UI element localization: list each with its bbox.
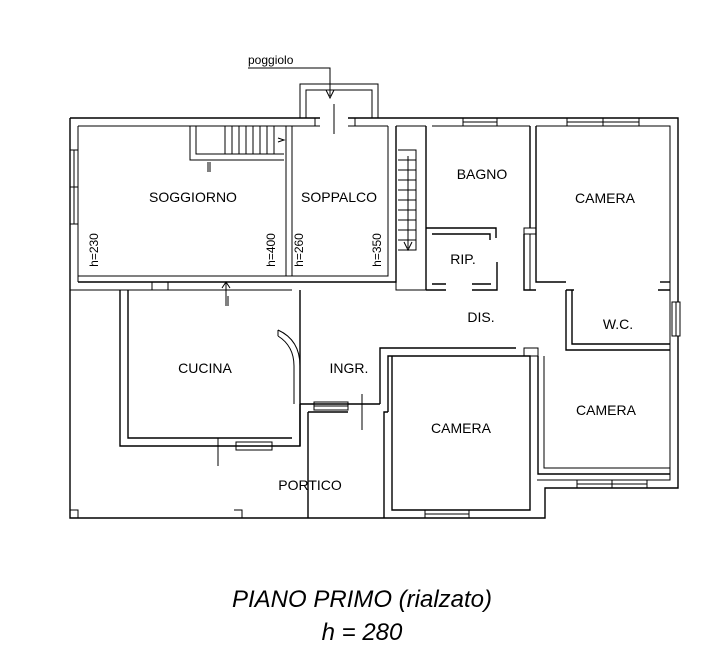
room-label-rip: RIP. <box>450 251 475 267</box>
room-label-wc: W.C. <box>603 316 633 332</box>
room-label-cucina: CUCINA <box>178 360 232 376</box>
caption: PIANO PRIMO (rialzato) h = 280 <box>232 586 492 646</box>
height-label-h260: h=260 <box>292 233 306 267</box>
staircase-east <box>395 125 427 291</box>
room-label-dis: DIS. <box>467 309 494 325</box>
poggiolo-label: poggiolo <box>248 53 294 67</box>
room-label-camera-center: CAMERA <box>431 420 492 436</box>
height-label-h350: h=350 <box>370 233 384 267</box>
height-labels: h=230 h=400 h=260 h=350 <box>87 233 384 267</box>
soggiorno-soppalco-walls <box>78 126 397 306</box>
cucina-walls <box>119 289 301 466</box>
ingresso-center-walls <box>300 347 670 518</box>
wc-walls <box>565 281 670 351</box>
room-label-ingresso: INGR. <box>330 360 369 376</box>
caption-title: PIANO PRIMO (rialzato) <box>232 586 492 613</box>
room-label-soggiorno: SOGGIORNO <box>149 189 237 205</box>
caption-height: h = 280 <box>322 619 403 646</box>
poggiolo-annotation: poggiolo <box>248 53 335 100</box>
room-label-bagno: BAGNO <box>457 166 508 182</box>
balcony-poggiolo <box>299 83 379 134</box>
room-label-camera-ne: CAMERA <box>575 190 636 206</box>
windows <box>69 117 681 519</box>
room-label-portico: PORTICO <box>278 477 342 493</box>
height-label-h230: h=230 <box>87 233 101 267</box>
exterior-walls <box>69 117 679 519</box>
room-label-camera-se: CAMERA <box>576 402 637 418</box>
portico-floor <box>70 289 243 518</box>
room-label-soppalco: SOPPALCO <box>301 189 377 205</box>
room-labels: SOGGIORNO SOPPALCO BAGNO CAMERA RIP. DIS… <box>149 166 637 493</box>
height-label-h400: h=400 <box>264 233 278 267</box>
bagno-rip-walls <box>426 126 566 291</box>
